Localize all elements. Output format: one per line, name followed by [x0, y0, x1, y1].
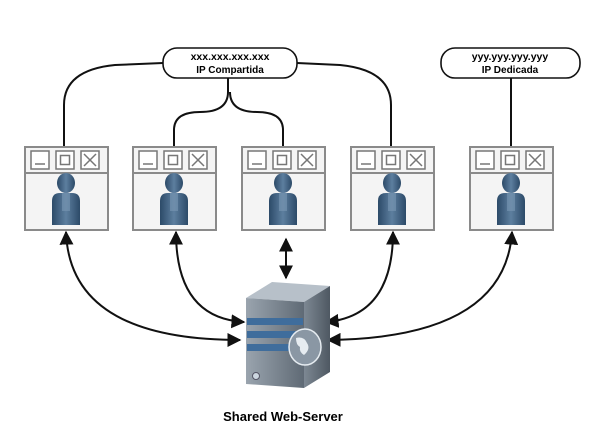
connection-line-2: [173, 78, 229, 147]
site-window-3: [241, 146, 326, 231]
shared-ip-connections: [63, 62, 512, 147]
minimize-icon: [475, 150, 495, 170]
minimize-icon: [247, 150, 267, 170]
connection-line-4: [296, 62, 392, 147]
close-icon: [297, 150, 317, 170]
close-icon: [525, 150, 545, 170]
server-label: Shared Web-Server: [223, 409, 343, 424]
minimize-icon: [30, 150, 50, 170]
site-windows: [24, 146, 554, 231]
server-arrow-5: [326, 230, 519, 347]
dedicated-ip-label: IP Dedicada: [482, 65, 539, 76]
maximize-icon: [163, 150, 183, 170]
server-arrow-4: [324, 230, 400, 328]
maximize-icon: [500, 150, 520, 170]
minimize-icon: [138, 150, 158, 170]
shared-ip-address: xxx.xxx.xxx.xxx: [191, 51, 270, 63]
dedicated-ip-box: yyy.yyy.yyy.yyy IP Dedicada: [440, 47, 581, 79]
server-arrow-1: [59, 230, 242, 347]
maximize-icon: [272, 150, 292, 170]
site-window-4: [350, 146, 435, 231]
server-arrow-2: [169, 230, 246, 329]
maximize-icon: [381, 150, 401, 170]
maximize-icon: [55, 150, 75, 170]
close-icon: [188, 150, 208, 170]
close-icon: [80, 150, 100, 170]
dedicated-ip-address: yyy.yyy.yyy.yyy: [472, 51, 549, 63]
close-icon: [406, 150, 426, 170]
shared-ip-label: IP Compartida: [196, 65, 264, 76]
server-icon: [246, 282, 330, 388]
site-window-1: [24, 146, 109, 231]
minimize-icon: [356, 150, 376, 170]
server-connections: [59, 230, 519, 347]
connection-line-1: [63, 62, 164, 147]
connection-line-3: [229, 91, 284, 147]
shared-ip-box: xxx.xxx.xxx.xxx IP Compartida: [162, 47, 298, 79]
site-window-5: [469, 146, 554, 231]
site-window-2: [132, 146, 217, 231]
